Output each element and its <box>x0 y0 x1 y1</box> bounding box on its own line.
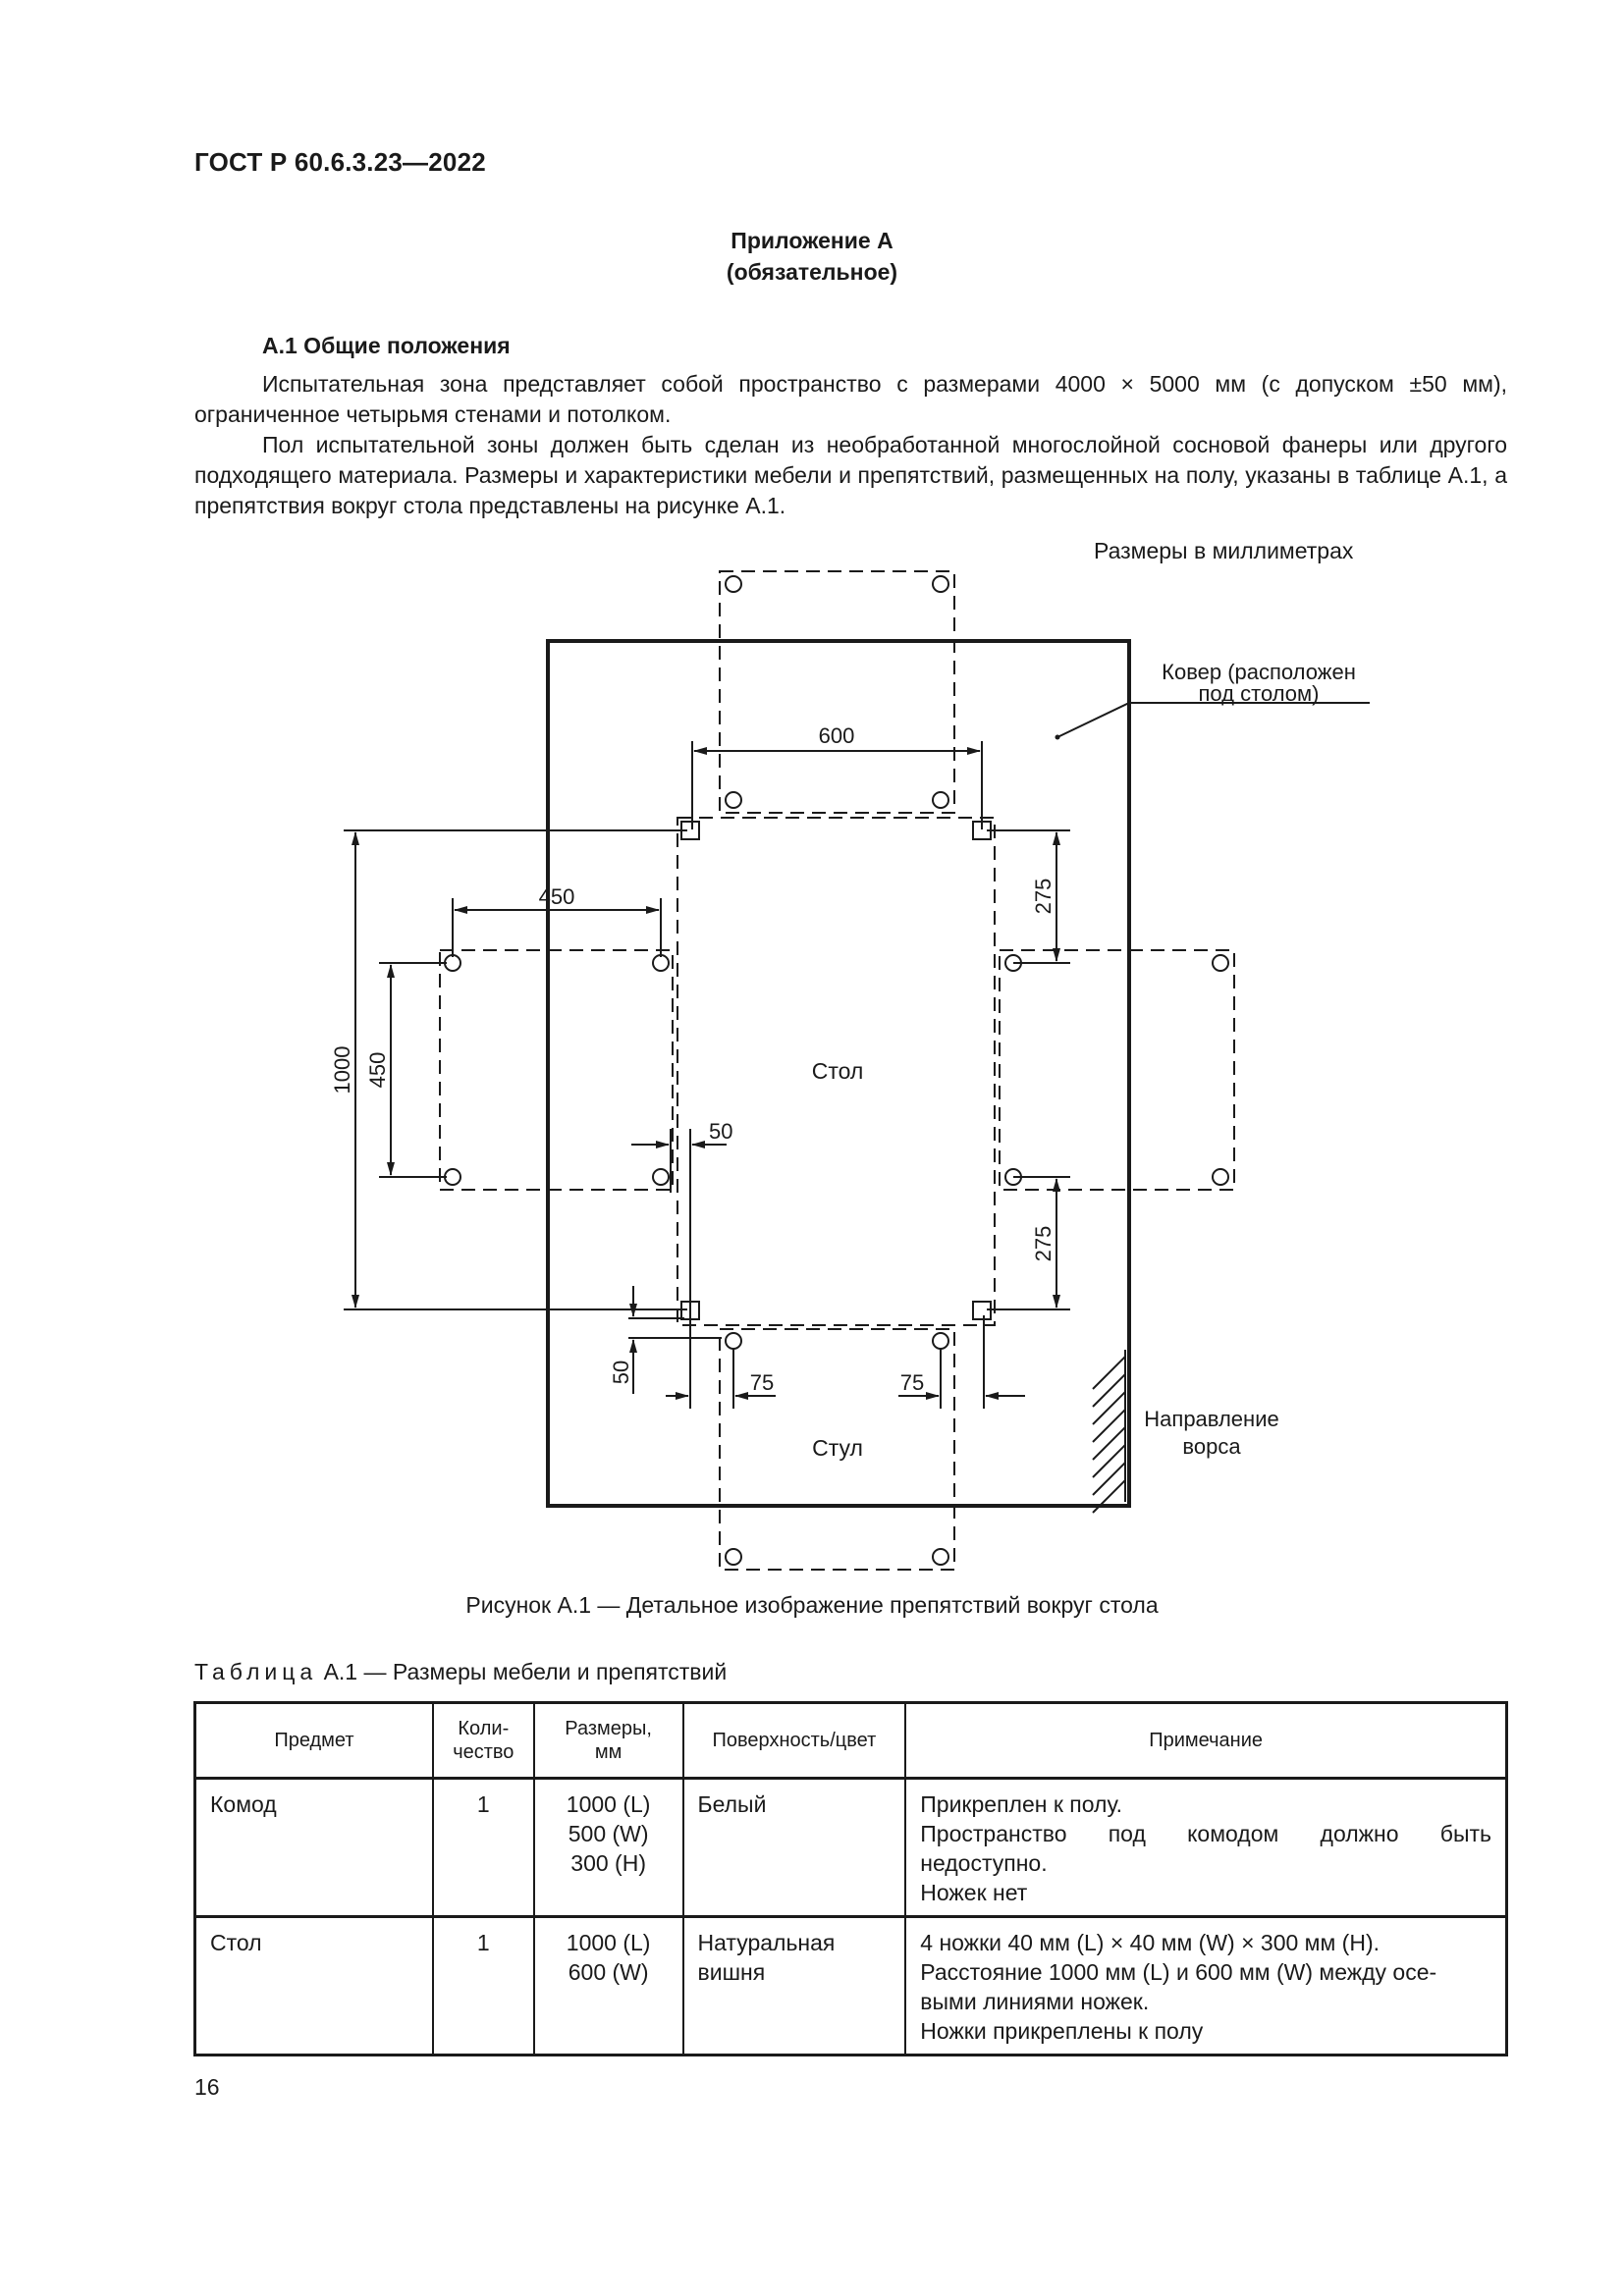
cell-qty: 1 <box>431 1915 535 2056</box>
chair-leg <box>932 791 949 809</box>
figure-caption: Рисунок А.1 — Детальное изображение преп… <box>465 1592 1159 1618</box>
bottom-chair-outline <box>719 1328 955 1571</box>
cell-surface: Белый <box>681 1777 907 1918</box>
chair-leg <box>652 954 670 972</box>
cell-item: Комод <box>193 1777 434 1918</box>
dim-450-vertical: 450 <box>365 1052 390 1089</box>
units-note: Размеры в миллиметрах <box>1094 538 1354 563</box>
chair-leg <box>444 1168 461 1186</box>
dim-600: 600 <box>819 723 855 748</box>
left-chair-outline <box>439 949 674 1191</box>
top-chair-outline <box>719 570 955 814</box>
cell-item: Стол <box>193 1915 434 2056</box>
table-outline <box>677 817 996 1326</box>
label-pile-2: ворса <box>1182 1434 1241 1459</box>
carpet-outline <box>546 639 1131 1508</box>
cell-note: Прикреплен к полу. Пространство под комо… <box>904 1777 1508 1918</box>
label-carpet-2: под столом) <box>1199 681 1320 706</box>
table-header-row: Предмет Коли-чество Размеры,мм Поверхнос… <box>193 1701 1508 1780</box>
chair-leg <box>1212 954 1229 972</box>
cell-size: 1000 (L) 500 (W) 300 (H) <box>532 1777 684 1918</box>
cell-qty: 1 <box>431 1777 535 1918</box>
dim-275-top: 275 <box>1031 879 1056 915</box>
section-heading: А.1 Общие положения <box>262 333 511 358</box>
chair-leg <box>1212 1168 1229 1186</box>
chair-leg <box>932 1332 949 1350</box>
label-pile-1: Направление <box>1144 1407 1278 1431</box>
document-code: ГОСТ Р 60.6.3.23—2022 <box>194 147 486 177</box>
furniture-table: Предмет Коли-чество Размеры,мм Поверхнос… <box>193 1701 1508 2056</box>
label-carpet-1: Ковер (расположен <box>1162 660 1356 684</box>
header-qty: Коли-чество <box>431 1701 535 1780</box>
paragraph-1: Испытательная зона представляет собой пр… <box>194 371 1507 427</box>
appendix-title: Приложение А <box>731 228 893 253</box>
dim-450-horizontal: 450 <box>539 884 575 909</box>
label-table: Стол <box>812 1058 864 1084</box>
chair-leg <box>725 791 742 809</box>
page-number: 16 <box>194 2074 220 2100</box>
right-chair-outline <box>999 949 1235 1191</box>
chair-leg <box>652 1168 670 1186</box>
chair-leg <box>725 1332 742 1350</box>
dim-75-right: 75 <box>900 1370 924 1395</box>
cell-note: 4 ножки 40 мм (L) × 40 мм (W) × 300 мм (… <box>904 1915 1508 2056</box>
cell-size: 1000 (L) 600 (W) <box>532 1915 684 2056</box>
label-chair: Стул <box>812 1435 863 1461</box>
dim-50-vertical: 50 <box>609 1361 633 1384</box>
dim-50-horizontal: 50 <box>709 1119 732 1144</box>
table-caption-rest: А.1 — Размеры мебели и препятствий <box>317 1659 728 1684</box>
header-size: Размеры,мм <box>532 1701 684 1780</box>
chair-leg <box>932 1548 949 1566</box>
header-item: Предмет <box>193 1701 434 1780</box>
header-surface: Поверхность/цвет <box>681 1701 907 1780</box>
chair-leg <box>444 954 461 972</box>
header-note: Примечание <box>904 1701 1508 1780</box>
appendix-subtitle: (обязательное) <box>726 259 898 285</box>
table-row: Комод 1 1000 (L) 500 (W) 300 (H) Белый П… <box>193 1777 1508 1918</box>
dim-275-bottom: 275 <box>1031 1226 1056 1262</box>
dim-75-left: 75 <box>750 1370 774 1395</box>
chair-leg <box>932 575 949 593</box>
chair-leg <box>725 575 742 593</box>
table-caption: Таблица А.1 — Размеры мебели и препятств… <box>194 1659 727 1685</box>
table-row: Стол 1 1000 (L) 600 (W) Натуральная вишн… <box>193 1915 1508 2056</box>
chair-leg <box>725 1548 742 1566</box>
paragraph-2: Пол испытательной зоны должен быть сдела… <box>194 432 1507 518</box>
cell-surface: Натуральная вишня <box>681 1915 907 2056</box>
dim-1000: 1000 <box>330 1046 354 1095</box>
table-caption-prefix: Таблица <box>194 1659 318 1684</box>
